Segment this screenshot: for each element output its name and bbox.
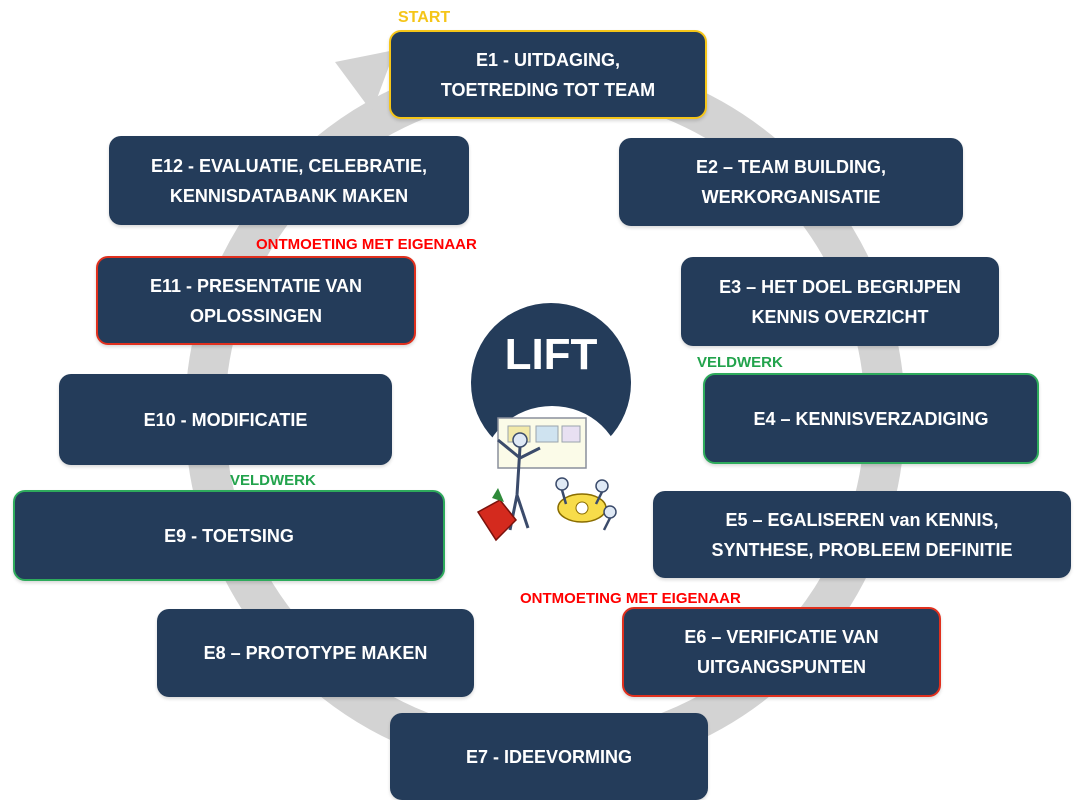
step-e5: E5 – EGALISEREN van KENNIS, SYNTHESE, PR… bbox=[653, 491, 1071, 578]
step-e5-line2: SYNTHESE, PROBLEEM DEFINITIE bbox=[711, 539, 1013, 560]
start-label: START bbox=[398, 9, 451, 26]
step-e5-line1: E5 – EGALISEREN van KENNIS, bbox=[725, 509, 999, 530]
cycle-arrow-head bbox=[335, 50, 395, 112]
step-e3: E3 – HET DOEL BEGRIJPEN KENNIS OVERZICHT bbox=[681, 257, 999, 346]
owner-meeting-label-e11: ONTMOETING MET EIGENAAR bbox=[256, 236, 477, 253]
step-e8: E8 – PROTOTYPE MAKEN bbox=[157, 609, 474, 697]
step-e10-line1: E10 - MODIFICATIE bbox=[143, 409, 308, 430]
step-e1-line2: TOETREDING TOT TEAM bbox=[440, 79, 656, 100]
owner-meeting-label-e6: ONTMOETING MET EIGENAAR bbox=[520, 590, 741, 607]
step-e12-line1: E12 - EVALUATIE, CELEBRATIE, bbox=[150, 155, 428, 176]
step-e12-line2: KENNISDATABANK MAKEN bbox=[169, 185, 409, 206]
step-e11: E11 - PRESENTATIE VAN OPLOSSINGEN bbox=[96, 256, 416, 345]
team-meeting-illustration bbox=[476, 406, 622, 542]
step-e8-line1: E8 – PROTOTYPE MAKEN bbox=[203, 643, 428, 663]
step-e2-line2: WERKORGANISATIE bbox=[701, 187, 881, 207]
step-e10: E10 - MODIFICATIE bbox=[59, 374, 392, 465]
step-e9-line1: E9 - TOETSING bbox=[164, 525, 294, 546]
step-e2-line1: E2 – TEAM BUILDING, bbox=[695, 157, 887, 177]
lift-center-title: LIFT bbox=[504, 330, 598, 379]
fieldwork-label-e4: VELDWERK bbox=[697, 354, 783, 371]
step-e4: E4 – KENNISVERZADIGING bbox=[703, 373, 1039, 464]
step-e6: E6 – VERIFICATIE VAN UITGANGSPUNTEN bbox=[622, 607, 941, 697]
step-e4-line1: E4 – KENNISVERZADIGING bbox=[753, 408, 989, 429]
step-e11-line2: OPLOSSINGEN bbox=[189, 305, 323, 326]
step-e7: E7 - IDEEVORMING bbox=[390, 713, 708, 800]
step-e6-line1: E6 – VERIFICATIE VAN bbox=[684, 627, 879, 647]
step-e2: E2 – TEAM BUILDING, WERKORGANISATIE bbox=[619, 138, 963, 226]
step-e11-line1: E11 - PRESENTATIE VAN bbox=[149, 275, 363, 296]
step-e3-line1: E3 – HET DOEL BEGRIJPEN bbox=[719, 276, 961, 297]
fieldwork-label-e9: VELDWERK bbox=[230, 472, 316, 489]
step-e9: E9 - TOETSING bbox=[13, 490, 445, 581]
step-e1: E1 - UITDAGING, TOETREDING TOT TEAM bbox=[389, 30, 707, 119]
step-e12: E12 - EVALUATIE, CELEBRATIE, KENNISDATAB… bbox=[109, 136, 469, 225]
step-e7-line1: E7 - IDEEVORMING bbox=[465, 746, 633, 767]
step-e6-line2: UITGANGSPUNTEN bbox=[696, 657, 866, 677]
step-e3-line2: KENNIS OVERZICHT bbox=[751, 306, 929, 327]
step-e1-line1: E1 - UITDAGING, bbox=[475, 49, 620, 70]
